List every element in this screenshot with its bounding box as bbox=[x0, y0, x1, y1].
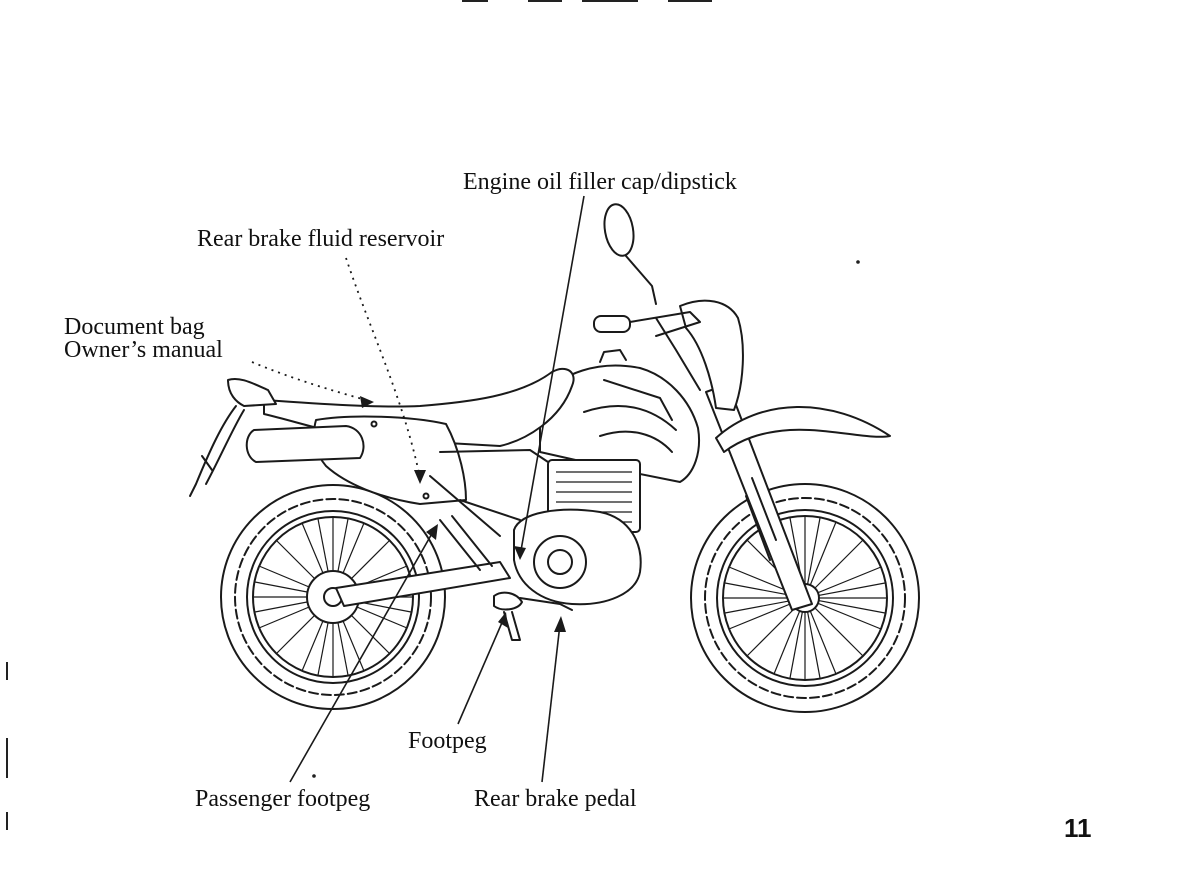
rear-shock bbox=[439, 515, 493, 571]
label-document-bag: Document bag bbox=[64, 314, 205, 340]
engine bbox=[513, 459, 642, 606]
front-fender bbox=[715, 406, 891, 453]
arrow-passenger-footpeg bbox=[426, 524, 438, 540]
handlebar-mirror bbox=[593, 203, 701, 391]
label-rear-brake-pedal: Rear brake pedal bbox=[474, 786, 637, 812]
scan-artifact-top bbox=[528, 0, 562, 2]
arrow-footpeg bbox=[498, 612, 508, 628]
leader-engine-oil bbox=[519, 195, 585, 557]
page-number: 11 bbox=[1064, 813, 1092, 843]
scan-artifact-top bbox=[582, 0, 638, 2]
muffler bbox=[245, 425, 365, 463]
fuel-tank bbox=[539, 364, 700, 483]
kickstand bbox=[503, 611, 521, 641]
scan-artifact-left bbox=[6, 812, 8, 830]
footpeg-part bbox=[493, 591, 523, 611]
leader-rear-brake-pedal bbox=[541, 623, 561, 783]
headlight-cowl bbox=[679, 299, 744, 411]
rear-fender bbox=[227, 378, 277, 407]
label-footpeg: Footpeg bbox=[408, 728, 487, 754]
arrow-rear-brake-pedal bbox=[554, 616, 566, 632]
scan-artifact-left bbox=[6, 662, 8, 680]
scan-artifact-top bbox=[668, 0, 712, 2]
leader-rear-brake-fluid bbox=[345, 257, 421, 479]
leader-footpeg bbox=[457, 617, 505, 725]
label-passenger-footpeg: Passenger footpeg bbox=[195, 786, 371, 812]
scan-artifact-top bbox=[462, 0, 488, 2]
arrow-engine-oil bbox=[514, 546, 526, 560]
swingarm bbox=[335, 561, 511, 607]
leader-passenger-footpeg bbox=[289, 529, 435, 783]
rear-wheel bbox=[220, 484, 446, 710]
label-owners-manual: Owner’s manual bbox=[64, 337, 223, 363]
label-rear-brake-fluid-reservoir: Rear brake fluid reservoir bbox=[197, 226, 445, 252]
brake-pedal-part bbox=[519, 597, 573, 611]
label-engine-oil-filler-cap: Engine oil filler cap/dipstick bbox=[463, 169, 737, 195]
arrow-rear-brake-fluid bbox=[414, 470, 426, 484]
tank-cap bbox=[599, 349, 627, 363]
arrow-document-bag bbox=[360, 396, 374, 408]
scan-artifact-left bbox=[6, 738, 8, 778]
